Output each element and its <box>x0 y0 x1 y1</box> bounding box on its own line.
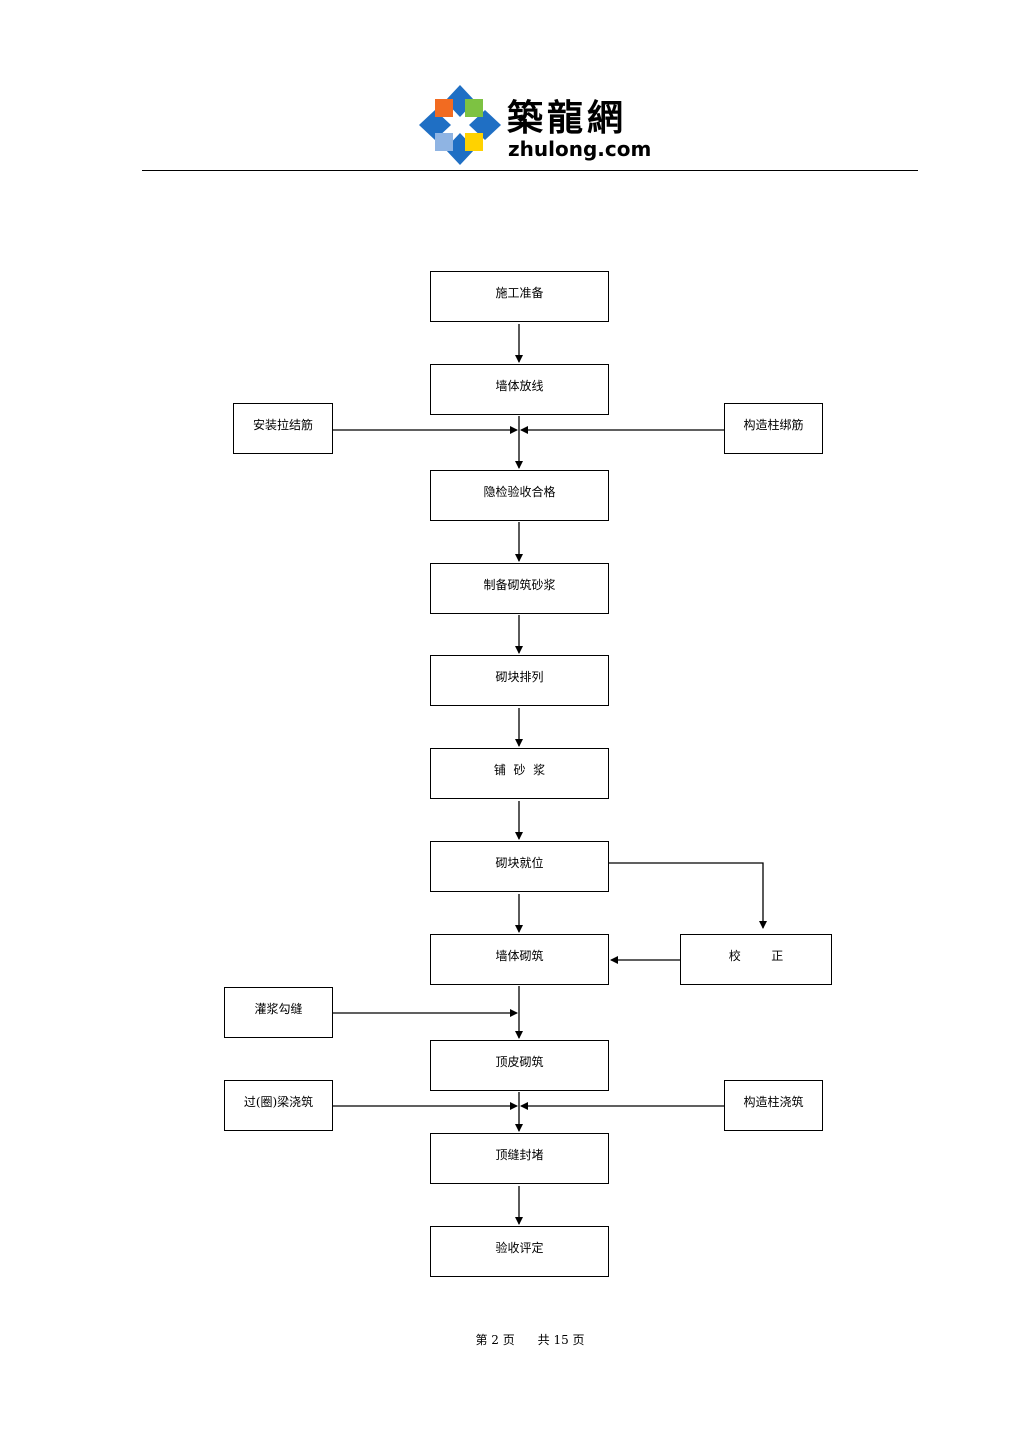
step-wall-layout: 墙体放线 <box>430 364 609 415</box>
side-lintel-pour: 过(圈)梁浇筑 <box>224 1080 333 1131</box>
step-spread-mortar: 铺 砂 浆 <box>430 748 609 799</box>
side-correct: 校 正 <box>680 934 832 985</box>
step-construction-prep: 施工准备 <box>430 271 609 322</box>
step-concealed-inspection: 隐检验收合格 <box>430 470 609 521</box>
arrow-place-to-correct <box>609 862 767 929</box>
side-install-tie-bars: 安装拉结筋 <box>233 403 333 454</box>
side-grout-joint: 灌浆勾缝 <box>224 987 333 1038</box>
page-total: 共 15 页 <box>537 1333 585 1347</box>
step-block-arrangement: 砌块排列 <box>430 655 609 706</box>
page-number: 第 2 页 <box>475 1333 515 1347</box>
step-wall-masonry: 墙体砌筑 <box>430 934 609 985</box>
side-column-pour: 构造柱浇筑 <box>724 1080 823 1131</box>
step-acceptance: 验收评定 <box>430 1226 609 1277</box>
page-footer: 第 2 页 共 15 页 <box>0 1331 1012 1348</box>
step-prepare-mortar: 制备砌筑砂浆 <box>430 563 609 614</box>
logo-mark-icon <box>419 85 501 165</box>
step-top-course: 顶皮砌筑 <box>430 1040 609 1091</box>
zhulong-logo: 築龍網 zhulong.com <box>415 83 651 167</box>
logo-name-en: zhulong.com <box>508 137 652 161</box>
step-block-placement: 砌块就位 <box>430 841 609 892</box>
logo-name-cn: 築龍網 <box>507 97 628 139</box>
side-column-rebar: 构造柱绑筋 <box>724 403 823 454</box>
header-rule <box>142 170 918 171</box>
step-top-joint-seal: 顶缝封堵 <box>430 1133 609 1184</box>
